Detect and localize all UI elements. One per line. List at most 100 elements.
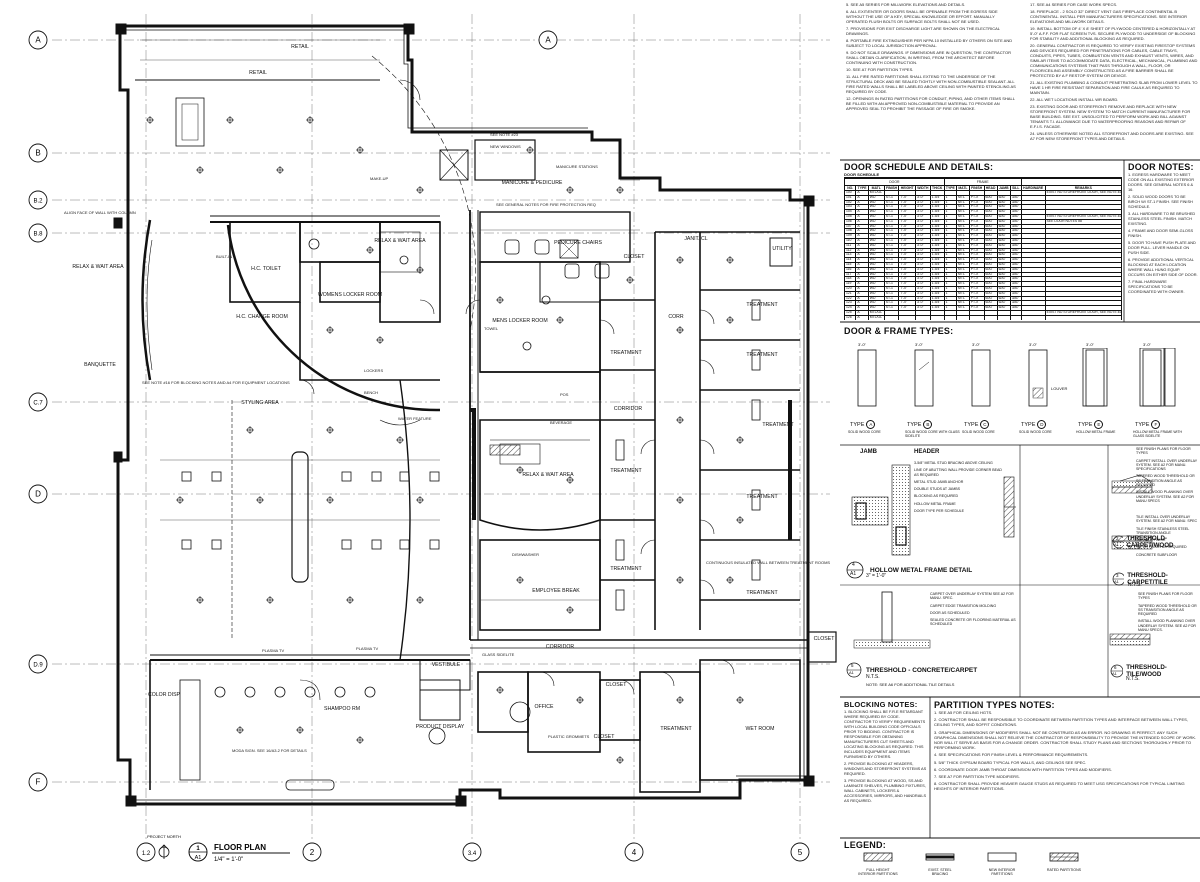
grid-col-label: 3.4 xyxy=(468,851,477,857)
note-item: 2. CONTRACTOR SHALL BE RESPONSIBLE TO CO… xyxy=(934,717,1188,728)
title-scale: 1/4" = 1'-0" xyxy=(214,857,243,863)
detail-callout: 3-5/8" METAL STUD BRACING ABOVE CEILING xyxy=(914,461,993,465)
d6-title: THRESHOLD-TILE/WOOD xyxy=(1126,664,1167,678)
note-pos: POS xyxy=(560,392,569,397)
schedule-header-cell: HEIGHT xyxy=(898,185,916,191)
grid-row-label: B.8 xyxy=(33,232,43,238)
note-plasma-2: PLASMA TV xyxy=(356,646,378,651)
note-built-in: BUILT-IN xyxy=(216,254,232,259)
detail-callout: CARPET EDGE TRANSITION MOLDING xyxy=(930,603,997,608)
general-notes-right: 17. SEE A4 SERIES FOR CASE WORK SPECS.18… xyxy=(1030,2,1198,143)
d4-num: 4 xyxy=(852,562,855,568)
detail-hollow-metal: JAMB HEADER 3-5/8" METAL STUD BRACING AB… xyxy=(844,447,1018,583)
grid-row-label: B.2 xyxy=(33,199,43,205)
door-type-prefix: TYPE xyxy=(1078,421,1093,428)
door-type-letter: F xyxy=(1151,420,1161,429)
schedule-header-cell: MATL xyxy=(956,185,970,191)
label-styling: STYLING AREA xyxy=(241,400,279,406)
detail-callout: TAPERED WOOD THRESHOLD OR SS TRANSITION … xyxy=(1136,474,1195,488)
note-item: 18. FIREPLACE - 2 SOLO 32" DIRECT VENT G… xyxy=(1030,9,1187,24)
ceiling-lights xyxy=(146,116,744,764)
door-type-letter: A xyxy=(866,420,876,429)
note-item: 8. CONTRACTOR SHALL PROVIDE HEAVIER GAUG… xyxy=(934,781,1185,792)
door-type-letter: B xyxy=(923,420,933,429)
note-towel: TOWEL xyxy=(484,326,499,331)
note-item: 5. DOOR TO HAVE PUSH PLATE AND DOOR PULL… xyxy=(1128,240,1196,255)
legend-label: RATED PARTITIONS xyxy=(1046,868,1082,872)
d3-num: 3 xyxy=(1116,573,1119,578)
label-janitor: JANIT. CL xyxy=(684,236,707,242)
door-type-caption: HOLLOW METAL FRAME WITH GLASS SIDELITE xyxy=(1133,430,1182,438)
detail-callout: SEE FINISH PLANS FOR FLOOR TYPES xyxy=(1138,592,1193,601)
blocking-notes-panel: BLOCKING NOTES: 1. BLOCKING SHALL BE F.R… xyxy=(844,700,928,836)
schedule-header-cell: REMARKS xyxy=(1044,185,1122,191)
legend-title: LEGEND: xyxy=(844,840,886,850)
note-item: 10. SEE A7 FOR PARTITION TYPES. xyxy=(846,67,914,72)
door-type-letter: D xyxy=(1037,420,1047,429)
label-retail: RETAIL xyxy=(291,44,309,50)
note-item: 6. COORDINATE DOOR JAMB THROAT DIMENSION… xyxy=(934,766,1112,772)
note-align: ALIGN FACE OF WALL WITH COLUMN xyxy=(64,210,136,215)
door-type-caption: SOLID WOOD CORE xyxy=(848,430,881,434)
note-item: 5. 5/8" THICK GYPSUM BOARD TYPICAL FOR W… xyxy=(934,759,1087,765)
schedule-cell: A xyxy=(855,314,869,320)
door-type-prefix: TYPE xyxy=(850,421,865,428)
legend-label: FULL HEIGHT INTERIOR PARTITIONS xyxy=(858,868,898,877)
note-item: 7. SEE A7 FOR PARTITION TYPE MODIFIERS. xyxy=(934,774,1020,780)
grid-bubble-row: B.8 xyxy=(28,223,48,243)
note-item: 24. UNLESS OTHERWISE NOTED ALL STOREFRON… xyxy=(1030,131,1194,141)
title-number: 1 xyxy=(196,846,200,852)
legend-label: NEW INTERIOR PARTITIONS xyxy=(988,868,1016,877)
label-corridor: CORRIDOR xyxy=(614,406,642,412)
note-item: 21. ALL EXISTING PLUMBING & CONDUIT PENE… xyxy=(1030,80,1198,95)
partition-notes-panel: PARTITION TYPES NOTES: 1. SEE A5 FOR CEI… xyxy=(934,700,1198,836)
d6-sheet: A1 xyxy=(1112,671,1117,676)
note-item: 3. ALL HARDWARE TO BE BRUSHED STAINLESS … xyxy=(1128,211,1196,226)
frame-group-header: FRAME xyxy=(943,178,1022,186)
label-banquette: BANQUETTE xyxy=(84,362,116,368)
schedule-header-cell: MATL xyxy=(867,185,885,191)
schedule-cell: MTL/GL xyxy=(867,190,885,196)
grid-bubble-row: D xyxy=(28,484,48,504)
d5-note: NOTE: SEE A6 FOR ADDITIONAL TILE DETAILS xyxy=(866,682,955,687)
label-treatment-8: TREATMENT xyxy=(610,566,642,572)
note-water: WATER FEATURE xyxy=(398,416,432,421)
legend-item: EXIST. STEEL BRACING xyxy=(920,850,980,876)
note-item: 5. SEE A5 SERIES FOR MILLWORK ELEVATIONS… xyxy=(846,2,966,7)
detail-callout: INSTALL WOOD PLANKING OVER UNDERLAY SYST… xyxy=(1136,490,1194,503)
label-closet-1: CLOSET xyxy=(624,254,646,260)
door-type-prefix: TYPE xyxy=(907,421,922,428)
note-moda: MODA SIGN. SEE 16/A3.2 FOR DETAILS xyxy=(232,748,307,753)
note-continuous: CONTINUOUS INSULATED WALL BETWEEN TREATM… xyxy=(706,560,830,565)
schedule-cell xyxy=(1044,314,1122,320)
label-office: OFFICE xyxy=(534,704,554,710)
label-color-disp: COLOR DISP xyxy=(148,692,181,698)
door-notes-panel: DOOR NOTES: 1. EGRESS HARDWARE TO MEET C… xyxy=(1128,162,1198,320)
door-schedule-title: DOOR SCHEDULE AND DETAILS: xyxy=(844,162,994,172)
door-group-header: DOOR xyxy=(844,178,945,186)
note-item: 19. INSTALL BOTTOM OF 4' X 8' SHEET OF P… xyxy=(1030,26,1196,41)
note-manicure-stations: MANICURE STATIONS xyxy=(556,164,598,169)
note-beverage: BEVERAGE xyxy=(550,420,572,425)
room-labels: RETAIL RETAIL STYLING AREA SHAMPOO RM H.… xyxy=(72,44,835,740)
grid-col-label: 1.2 xyxy=(142,851,151,857)
schedule-header-cell: HARDWARE xyxy=(1020,185,1046,191)
door-type-caption: SOLID WOOD CORE xyxy=(1019,430,1052,434)
note-item: 1. SEE A5 FOR CEILING HGTS. xyxy=(934,710,993,715)
detail-callout: DOUBLE STUDS AT JAMBS xyxy=(914,487,960,492)
note-item: 2. PROVIDE BLOCKING AT HEADERS, WINDOWS … xyxy=(844,761,927,776)
general-notes-left: 5. SEE A5 SERIES FOR MILLWORK ELEVATIONS… xyxy=(846,2,1016,113)
schedule-cell: MTL/GL xyxy=(867,309,885,316)
door-type-letter: C xyxy=(980,420,990,429)
label-womens-locker: WOMENS LOCKER ROOM xyxy=(318,292,382,298)
grid-bubble-col: 2 xyxy=(302,842,322,862)
